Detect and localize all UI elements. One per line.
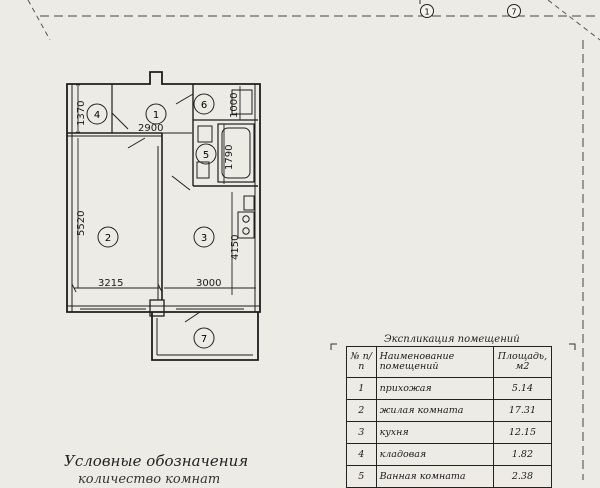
table-row: 5 Ванная комната 2.38	[346, 465, 553, 488]
outer-wall	[66, 71, 261, 313]
dim-1000: 1000	[229, 93, 240, 118]
row-area: 17.31	[492, 399, 553, 422]
axis-marker-1: 1	[420, 4, 434, 18]
table-header-row: № п/п Наименование помещений Площадь, м2	[346, 346, 553, 378]
table-row: 3 кухня 12.15	[346, 421, 553, 444]
room-number: 2	[105, 233, 111, 244]
table-row: 4 кладовая 1.82	[346, 443, 553, 466]
room-number: 5	[203, 150, 209, 161]
table-corner-mark	[569, 343, 576, 350]
axis-label-7: 7	[511, 8, 516, 17]
row-area: 12.15	[492, 421, 553, 444]
floor-plan	[66, 71, 261, 361]
header-area: Площадь, м2	[492, 346, 553, 378]
table-row: 1 прихожая 5.14	[346, 377, 553, 400]
room-number: 4	[94, 110, 100, 121]
closet-door-swing	[111, 112, 129, 130]
legend-title: Условные обозначения	[64, 452, 249, 470]
dimension-labels: 1370 2900 1000 1790 5520 4150 3215 3000	[76, 93, 241, 289]
balcony-door	[184, 311, 201, 323]
room-marker-4: 4	[86, 103, 108, 125]
row-no: 5	[346, 465, 377, 488]
frame-diagonal-left	[27, 0, 51, 41]
kitchen-counter	[243, 195, 255, 211]
row-name: кладовая	[375, 443, 494, 466]
room-marker-6: 6	[193, 93, 215, 115]
dim-5520: 5520	[76, 211, 87, 236]
dim-1370: 1370	[76, 101, 87, 126]
stove	[237, 211, 255, 239]
bathtub-inner	[221, 127, 251, 179]
room-marker-3: 3	[193, 226, 215, 248]
washer	[231, 89, 253, 115]
row-no: 3	[346, 421, 377, 444]
bathtub	[217, 123, 255, 183]
room-number: 7	[201, 334, 207, 345]
stove-burner	[242, 215, 250, 223]
table-row: 2 жилая комната 17.31	[346, 399, 553, 422]
axis-marker-7: 7	[507, 4, 521, 18]
bath-door	[175, 93, 194, 105]
dim-4150: 4150	[230, 235, 241, 260]
row-area: 1.82	[492, 443, 553, 466]
dim-3000: 3000	[196, 278, 221, 289]
row-name: кухня	[375, 421, 494, 444]
row-area: 2.38	[492, 465, 553, 488]
row-name: жилая комната	[375, 399, 494, 422]
room-marker-1: 1	[145, 103, 167, 125]
sink	[197, 125, 213, 143]
room-marker-5: 5	[195, 143, 217, 165]
wall-column	[149, 299, 165, 317]
dim-3215: 3215	[98, 278, 123, 289]
dim-2900: 2900	[138, 123, 163, 134]
row-name: Ванная комната	[375, 465, 494, 488]
room-marker-2: 2	[97, 226, 119, 248]
room2-door	[127, 137, 146, 149]
frame-diagonal-right	[547, 0, 600, 41]
table-corner-mark	[330, 343, 337, 350]
balcony	[151, 312, 259, 361]
room-number: 1	[153, 110, 159, 121]
stove-burner	[242, 227, 250, 235]
row-no: 2	[346, 399, 377, 422]
row-no: 4	[346, 443, 377, 466]
room-number: 3	[201, 233, 207, 244]
room-number: 6	[201, 100, 207, 111]
explication-title: Экспликация помещений	[384, 334, 520, 345]
explication-table: № п/п Наименование помещений Площадь, м2…	[346, 346, 553, 488]
room-marker-7: 7	[193, 327, 215, 349]
header-no: № п/п	[346, 346, 377, 378]
row-area: 5.14	[492, 377, 553, 400]
room3-door	[171, 175, 191, 191]
toilet	[196, 161, 210, 179]
dim-1790: 1790	[224, 145, 235, 170]
axis-label-1: 1	[424, 8, 429, 17]
header-name: Наименование помещений	[375, 346, 494, 378]
row-name: прихожая	[375, 377, 494, 400]
row-no: 1	[346, 377, 377, 400]
dimension-lines	[71, 84, 256, 295]
